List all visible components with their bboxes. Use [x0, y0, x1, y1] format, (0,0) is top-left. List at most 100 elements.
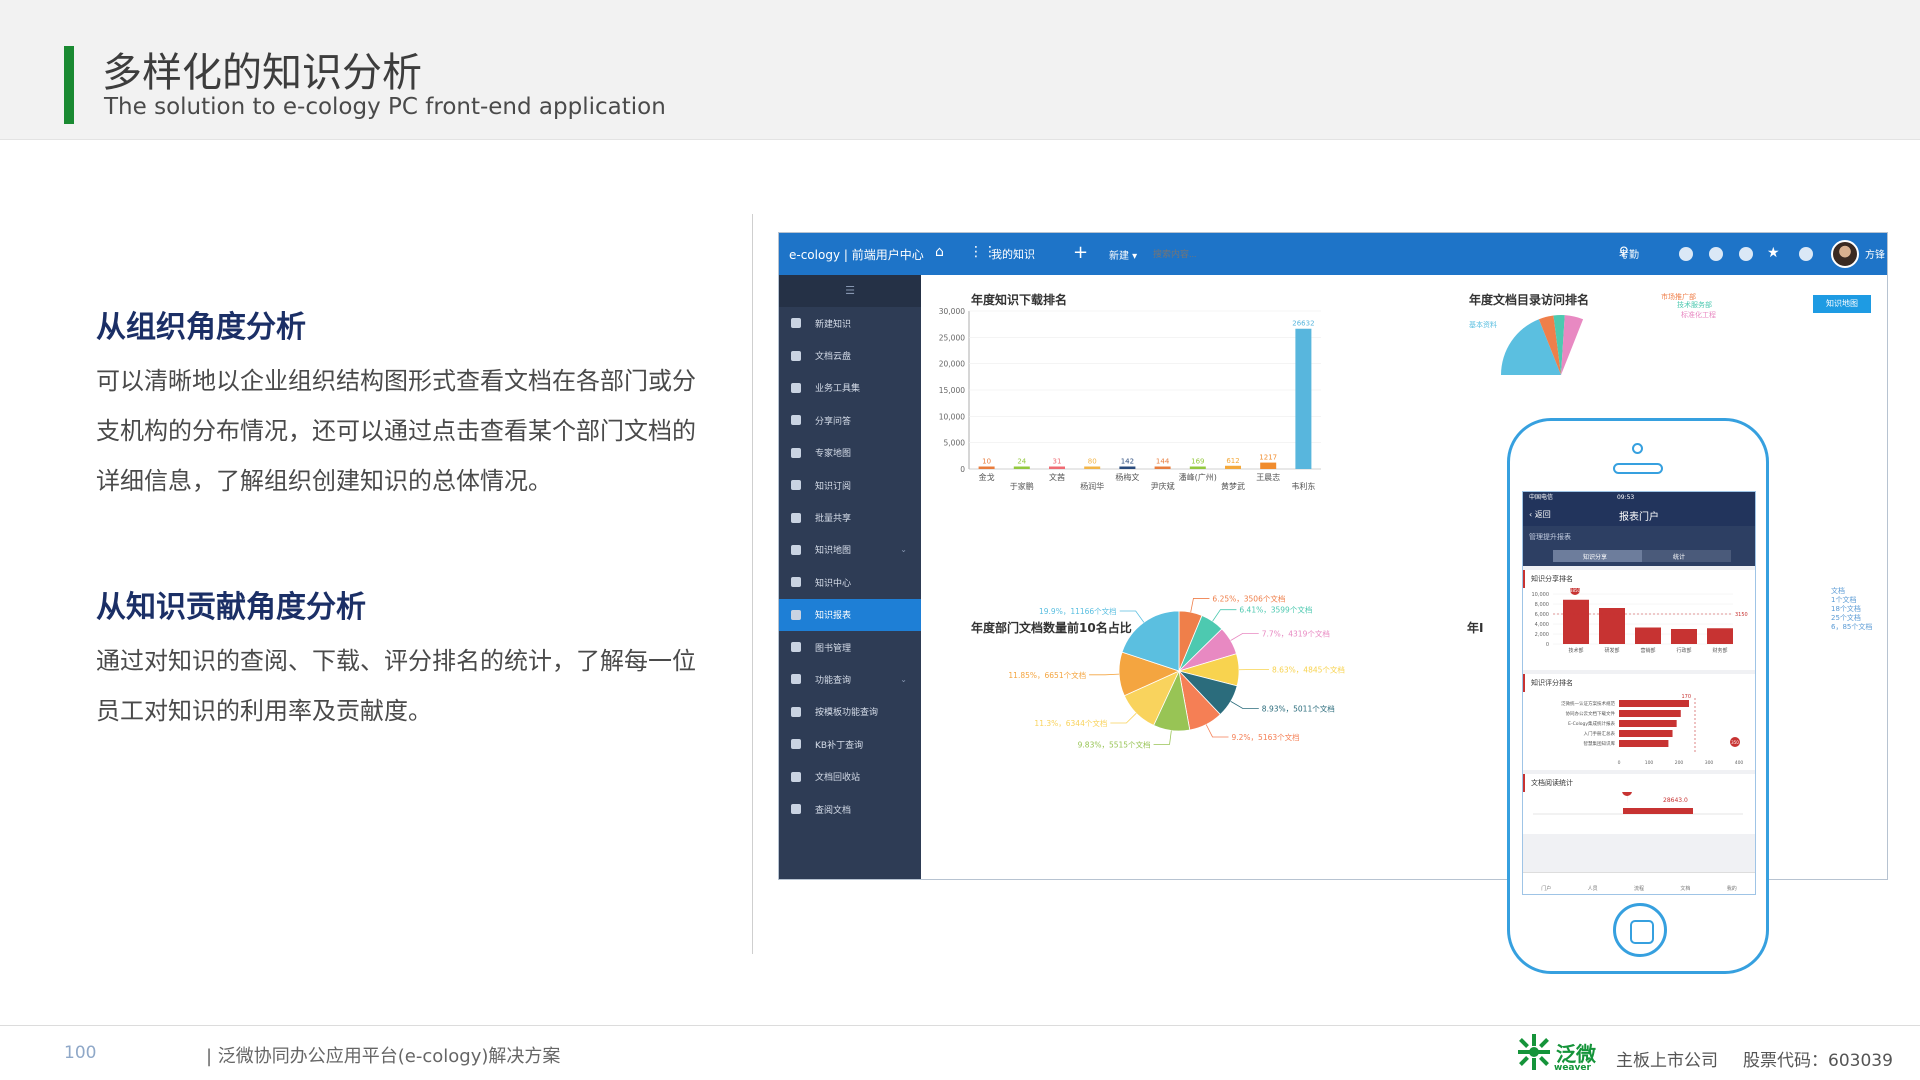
phone-bar-marker-label: 8850	[1570, 588, 1581, 593]
search-input[interactable]	[1153, 244, 1313, 264]
phone-tab-stats[interactable]: 统计	[1673, 554, 1686, 561]
sidebar-item-label: 分享问答	[815, 416, 852, 427]
x-tick-label: 于家鹏	[1010, 481, 1034, 491]
x-tick-label: 王晨志	[1256, 472, 1280, 482]
bar-value-label: 24	[1017, 458, 1026, 466]
phone-tab-portal[interactable]: 门户	[1541, 886, 1552, 892]
add-icon[interactable]: +	[1073, 242, 1089, 263]
sidebar-item-label: 按模板功能查询	[815, 708, 879, 719]
phone-read-chart: 28643.0	[1533, 786, 1743, 815]
logo-subtext: weaver	[1554, 1063, 1591, 1073]
sidebar-item[interactable]: 文档回收站	[779, 760, 921, 792]
phone-x-tick: 行政部	[1676, 647, 1691, 654]
app-topbar: e-cology | 前端用户中心 ⌂ ⋮⋮ 我的知识 + 新建 ▾ ⚲ 考勤 …	[779, 233, 1887, 275]
logo-text: 泛微	[1556, 1042, 1596, 1066]
phone-card-title: 文档阅读统计	[1523, 774, 1755, 792]
avatar[interactable]	[1831, 240, 1859, 268]
sidebar-item[interactable]: 查阅文档	[779, 793, 921, 825]
sidebar-item-label: 新建知识	[815, 319, 852, 330]
phone-markline-label: 3150	[1735, 612, 1748, 618]
phone-back-button[interactable]: ‹ 返回	[1529, 510, 1551, 519]
pie-slice-label: 6.41%，3599个文档	[1239, 605, 1312, 615]
sidebar-item[interactable]: 专家地图	[779, 437, 921, 469]
pie-slice-label: 9.2%，5163个文档	[1232, 732, 1300, 742]
phone-x-tick: 100	[1645, 760, 1654, 766]
message-icon[interactable]	[1709, 247, 1723, 261]
sidebar-item[interactable]: KB补丁查询	[779, 728, 921, 760]
pie-slice-label: 8.93%，5011个文档	[1262, 703, 1335, 713]
pie-slice-label: 7.7%，4319个文档	[1262, 628, 1330, 638]
attendance-link[interactable]: 考勤	[1619, 250, 1639, 261]
sidebar-item-label: 知识报表	[815, 611, 852, 622]
sidebar-item[interactable]: 知识订阅	[779, 469, 921, 501]
sidebar-collapse-icon[interactable]: ☰	[779, 275, 921, 307]
bar	[1154, 466, 1171, 469]
search-icon[interactable]: ⚲	[1619, 245, 1629, 260]
phone-hbar-marker	[1730, 737, 1740, 747]
weaver-logo-icon	[1518, 1034, 1550, 1070]
globe-icon[interactable]	[1799, 247, 1813, 261]
phone-mockup: 中国电信 09:53 ‹ 返回 报表门户 管理提升报表 知识分享 统计 知识分享…	[1507, 418, 1769, 974]
phone-tab-share[interactable]	[1553, 550, 1642, 562]
bar	[1295, 328, 1312, 469]
phone-row-label: E-Cology集成统计报表	[1568, 720, 1615, 727]
phone-y-tick: 8,000	[1535, 602, 1549, 608]
slide-subtitle: The solution to e-cology PC front-end ap…	[104, 94, 666, 120]
grid-menu-icon[interactable]: ⋮⋮	[969, 244, 997, 260]
sidebar-item[interactable]: 新建知识	[779, 307, 921, 339]
sidebar-item-label: KB补丁查询	[815, 740, 864, 751]
semi-donut-label: 技术服务部	[1677, 300, 1712, 309]
charts-canvas: 30,00025,00020,00015,00010,0005,000010金戈…	[939, 292, 1873, 749]
phone-hbar-marker-label: 170	[1681, 694, 1691, 700]
x-tick-label: 文茜	[1049, 472, 1065, 482]
nav-my-knowledge[interactable]: 我的知识	[991, 248, 1035, 261]
pie-slice-label: 8.63%，4845个文档	[1272, 664, 1345, 674]
phone-tab-me[interactable]: 我的	[1726, 886, 1737, 892]
phone-tab-docs[interactable]: 文档	[1680, 886, 1691, 892]
chevron-down-icon[interactable]: ⌄	[900, 545, 907, 555]
sidebar-item[interactable]: 图书管理	[779, 631, 921, 663]
header-accent-bar	[64, 46, 74, 124]
phone-bar	[1599, 608, 1625, 644]
sidebar-item-label: 图书管理	[815, 643, 852, 654]
phone-tab-people[interactable]: 人员	[1587, 886, 1598, 892]
notification-icon[interactable]	[1739, 247, 1753, 261]
sidebar-item[interactable]: 按模板功能查询	[779, 696, 921, 728]
phone-bar	[1635, 627, 1661, 644]
sidebar-item-label: 知识中心	[815, 578, 852, 589]
pie-slice-label: 19.9%，11166个文档	[1039, 606, 1117, 616]
sidebar-item[interactable]: 知识报表	[779, 598, 921, 631]
phone-tab-switch: 知识分享 统计	[1553, 550, 1731, 562]
pie-leader-line	[1230, 701, 1259, 709]
app-brand[interactable]: e-cology | 前端用户中心	[789, 248, 924, 262]
phone-bar	[1671, 629, 1697, 644]
phone-hbar-marker2-label: 350	[1731, 740, 1739, 745]
home-icon[interactable]: ⌂	[935, 244, 944, 260]
search-scope-dropdown[interactable]: 新建 ▾	[1109, 251, 1138, 262]
phone-nav-title: 报表门户	[1619, 512, 1659, 523]
x-tick-label: 金戈	[979, 472, 995, 482]
sidebar-item[interactable]: 功能查询⌄	[779, 663, 921, 695]
phone-tab-share-label[interactable]: 知识分享	[1583, 554, 1608, 561]
sidebar-item-icon	[791, 642, 801, 653]
sidebar-item[interactable]: 业务工具集	[779, 372, 921, 404]
sidebar-item[interactable]: 知识中心	[779, 566, 921, 598]
bulb-icon[interactable]	[1679, 247, 1693, 261]
sidebar-item[interactable]: 知识地图⌄	[779, 534, 921, 566]
section-contribution: 从知识贡献角度分析 通过对知识的查阅、下载、评分排名的统计，了解每一位员工对知识…	[96, 582, 696, 736]
knowledge-map-button[interactable]: 知识地图	[1813, 295, 1871, 313]
star-icon[interactable]: ★	[1767, 245, 1780, 261]
phone-tab-flow[interactable]: 流程	[1633, 886, 1644, 892]
bar	[1225, 465, 1241, 469]
sidebar-item[interactable]: 文档云盘	[779, 339, 921, 371]
chevron-down-icon[interactable]: ⌄	[900, 674, 907, 684]
phone-bar-marker	[1570, 585, 1580, 595]
phone-speaker	[1613, 463, 1663, 474]
sidebar-item[interactable]: 分享问答	[779, 404, 921, 436]
phone-read-value: 28643.0	[1663, 797, 1688, 804]
phone-tab-bar: 门户 人员 流程 文档 我的	[1523, 872, 1755, 894]
x-tick-label: 韦利东	[1291, 481, 1315, 491]
sidebar-item[interactable]: 批量共享	[779, 501, 921, 533]
user-name[interactable]: 方锋	[1865, 250, 1885, 261]
phone-y-tick: 2,000	[1535, 632, 1549, 638]
